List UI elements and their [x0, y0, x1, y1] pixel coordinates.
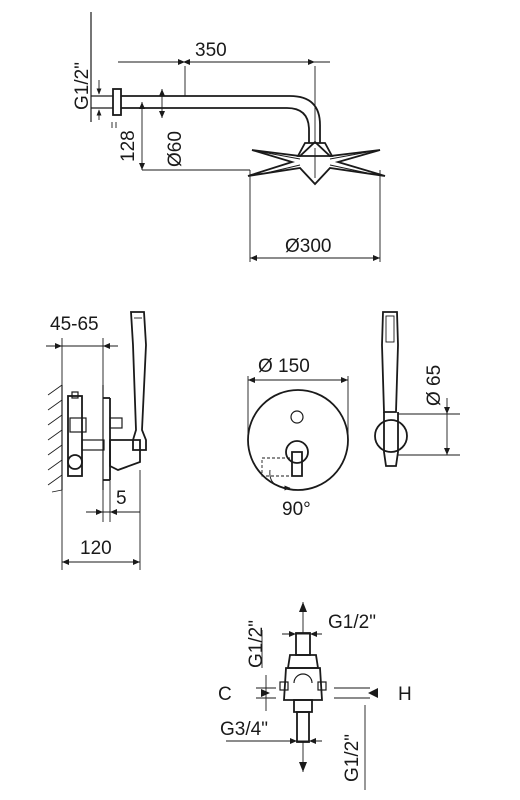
side-view: 45-65 5 120 — [46, 312, 146, 570]
shower-head-view: 350 G1/2" 128 Ø60 Ø300 — [72, 12, 385, 262]
dim-flange-diameter: Ø60 — [165, 131, 186, 167]
holder-circle — [375, 420, 407, 452]
dim-150-arrow-right — [341, 377, 348, 383]
dim-65-arrow-top — [444, 407, 450, 414]
dim-bottom-thread-arrow-right — [309, 738, 316, 744]
dim-top-thread: G1/2" — [246, 620, 267, 668]
dim-350-arrow-right — [308, 59, 315, 65]
mixer-body-arc — [294, 674, 312, 683]
dim-cold-label: C — [218, 684, 232, 705]
dim-overall-depth: 120 — [80, 538, 112, 559]
mixer-body — [284, 668, 322, 700]
dim-bottom-thread: G3/4" — [220, 719, 268, 740]
dim-5-arrow-right — [110, 509, 117, 515]
dim-arm-length: 350 — [195, 40, 227, 61]
hand-shower-front — [382, 312, 398, 412]
dim-5-arrow-left — [96, 509, 103, 515]
dim-bottom-side-thread: G1/2" — [342, 734, 363, 782]
spray-face — [386, 316, 394, 342]
bottom-nut — [294, 700, 312, 712]
dim-120-arrow-left — [62, 559, 69, 565]
outlet-elbow — [110, 418, 122, 428]
rotation-arc — [270, 470, 290, 488]
wall-flange — [113, 89, 121, 115]
dim-holder-diameter: Ø 65 — [424, 365, 445, 406]
dim-bottom-thread-arrow-left — [290, 738, 297, 744]
top-nut — [288, 655, 318, 668]
front-plate-view: 90° Ø 150 — [248, 356, 348, 520]
dim-top-side-thread: G1/2" — [328, 612, 376, 633]
dim-cold-arrow — [261, 689, 270, 697]
valve-cartridge — [82, 440, 104, 450]
dim-150-arrow-left — [248, 377, 255, 383]
bottom-outlet-pipe — [297, 712, 309, 742]
wall-hatch — [48, 385, 62, 492]
dim-inlet-thread: G1/2" — [72, 62, 93, 110]
hand-shower — [131, 312, 146, 450]
cover-plate-circle — [248, 390, 348, 490]
dim-bottom-arrow-head — [299, 762, 307, 772]
shower-arm-top — [121, 96, 320, 143]
dim-rotation: 90° — [282, 499, 311, 520]
shower-arm-bottom — [121, 108, 309, 143]
dim-60-arrow-top — [159, 89, 165, 96]
top-outlet-pipe — [296, 633, 310, 655]
dim-350-tick-mid — [183, 59, 190, 65]
dim-height: 128 — [118, 130, 139, 162]
dim-side-thread-arrow-right — [310, 631, 317, 637]
dim-128-arrow-top — [139, 102, 145, 109]
dim-hot-label: H — [398, 684, 412, 705]
valve-body — [68, 396, 82, 476]
dim-4565-arrow-right — [103, 343, 110, 349]
dim-120-arrow-right — [133, 559, 140, 565]
mixer-handle — [110, 440, 140, 470]
valve-mid-block — [70, 418, 86, 432]
handle-rotated-outline — [262, 458, 290, 476]
diverter-hole — [291, 411, 303, 423]
dim-300-arrow-left — [250, 255, 257, 261]
handle-lever — [292, 452, 302, 476]
valve-bottom-port — [68, 455, 82, 469]
holder-view: Ø 65 — [375, 312, 460, 466]
dim-hot-arrow — [368, 688, 378, 698]
dim-65-arrow-bottom — [444, 448, 450, 455]
valve-top-port — [72, 392, 78, 398]
dim-plate-diameter: Ø 150 — [258, 356, 310, 377]
shower-head — [248, 142, 385, 184]
dim-4565-arrow-left — [55, 343, 62, 349]
valve-body-view: G1/2" G1/2" C H G3/4" G1/2" — [218, 602, 412, 790]
dim-wall-depth: 45-65 — [50, 314, 99, 335]
dim-top-arrow-head — [299, 602, 307, 612]
dim-head-diameter: Ø300 — [285, 236, 331, 257]
dim-128-arrow-bottom — [139, 163, 145, 170]
dim-300-arrow-right — [373, 255, 380, 261]
dim-plate-gap: 5 — [116, 488, 127, 509]
dim-side-thread-arrow-left — [289, 631, 296, 637]
dim-60-arrow-bottom — [159, 111, 165, 118]
